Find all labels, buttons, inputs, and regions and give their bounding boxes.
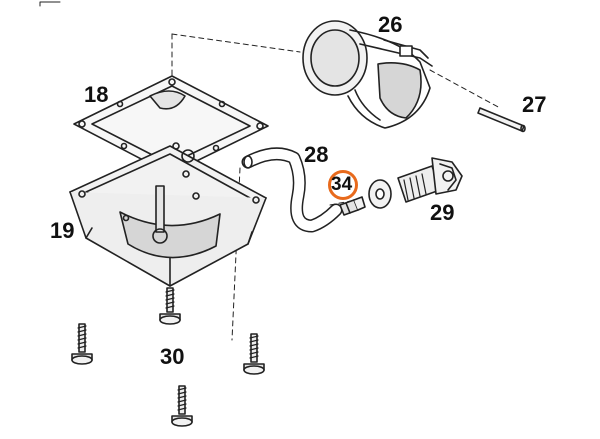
- hose-icon: [241, 147, 343, 233]
- float-pin-icon: [477, 107, 526, 133]
- callout-float: 26: [378, 12, 403, 37]
- drain-screw-icon: [397, 157, 463, 203]
- gasket-icon: [73, 75, 269, 175]
- callout-float-pin: 27: [522, 92, 547, 117]
- callout-float-bowl: 19: [50, 218, 75, 243]
- callout-gasket: 18: [84, 82, 109, 107]
- callout-drain-screw: 29: [430, 200, 455, 225]
- callout-bowl-screws: 30: [160, 344, 185, 369]
- callout-hose: 28: [304, 142, 329, 167]
- float-icon: [302, 20, 433, 129]
- washer-icon: [368, 179, 392, 209]
- jet-icon: [339, 196, 366, 216]
- callout-jet: 34: [331, 174, 353, 195]
- corner-fragment: [39, 1, 61, 7]
- screw-icon: [71, 287, 265, 427]
- highlight-ring: [328, 170, 358, 200]
- float-bowl-icon: [69, 142, 267, 287]
